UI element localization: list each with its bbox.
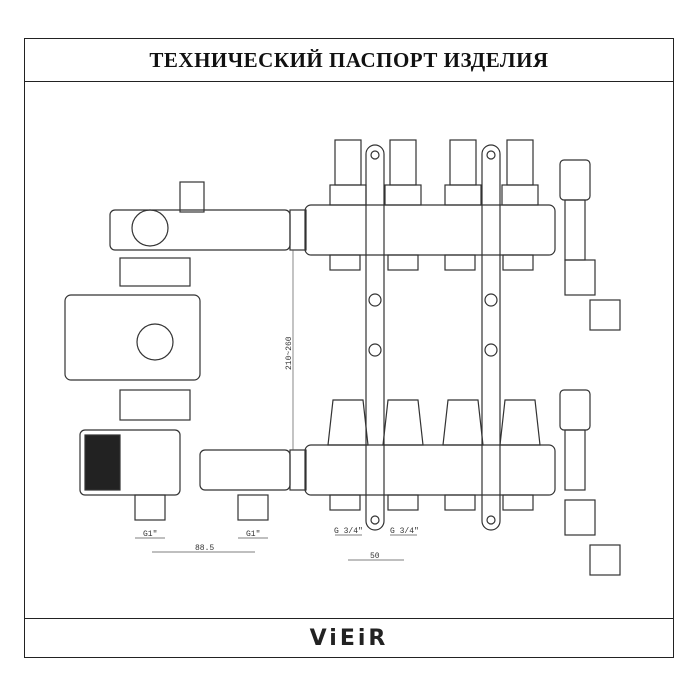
return-manifold — [304, 444, 556, 496]
page-title: ТЕХНИЧЕСКИЙ ПАСПОРТ ИЗДЕЛИЯ — [25, 39, 673, 82]
mixing-valve — [79, 429, 181, 496]
circulation-pump — [64, 294, 201, 381]
height-dimension-label: 210~260 — [285, 336, 294, 370]
flowmeters — [329, 139, 539, 206]
outlet-thread-left-label: G 3/4" — [334, 527, 363, 536]
pump-spacing-label: 88.5 — [195, 544, 214, 553]
pump-group — [64, 181, 291, 521]
pump-inlet-thread-label: G1" — [143, 530, 157, 539]
thermometer-icon — [131, 209, 169, 247]
brand-logo: ViEiR — [309, 625, 389, 651]
dimension-lines — [135, 250, 417, 561]
outlets — [329, 254, 534, 511]
air-vents-and-drain-valves — [559, 159, 621, 576]
supply-manifold — [304, 204, 556, 256]
valve-caps — [327, 399, 541, 446]
footer: ViEiR — [25, 618, 673, 657]
page-frame: ТЕХНИЧЕСКИЙ ПАСПОРТ ИЗДЕЛИЯ ViEiR — [24, 38, 674, 658]
return-nut — [289, 449, 307, 491]
outlet-spacing-label: 50 — [370, 552, 380, 561]
outlet-thread-right-label: G 3/4" — [390, 527, 419, 536]
supply-nut — [289, 209, 307, 251]
pump-outlet-thread-label: G1" — [246, 530, 260, 539]
mounting-brackets — [365, 144, 501, 531]
